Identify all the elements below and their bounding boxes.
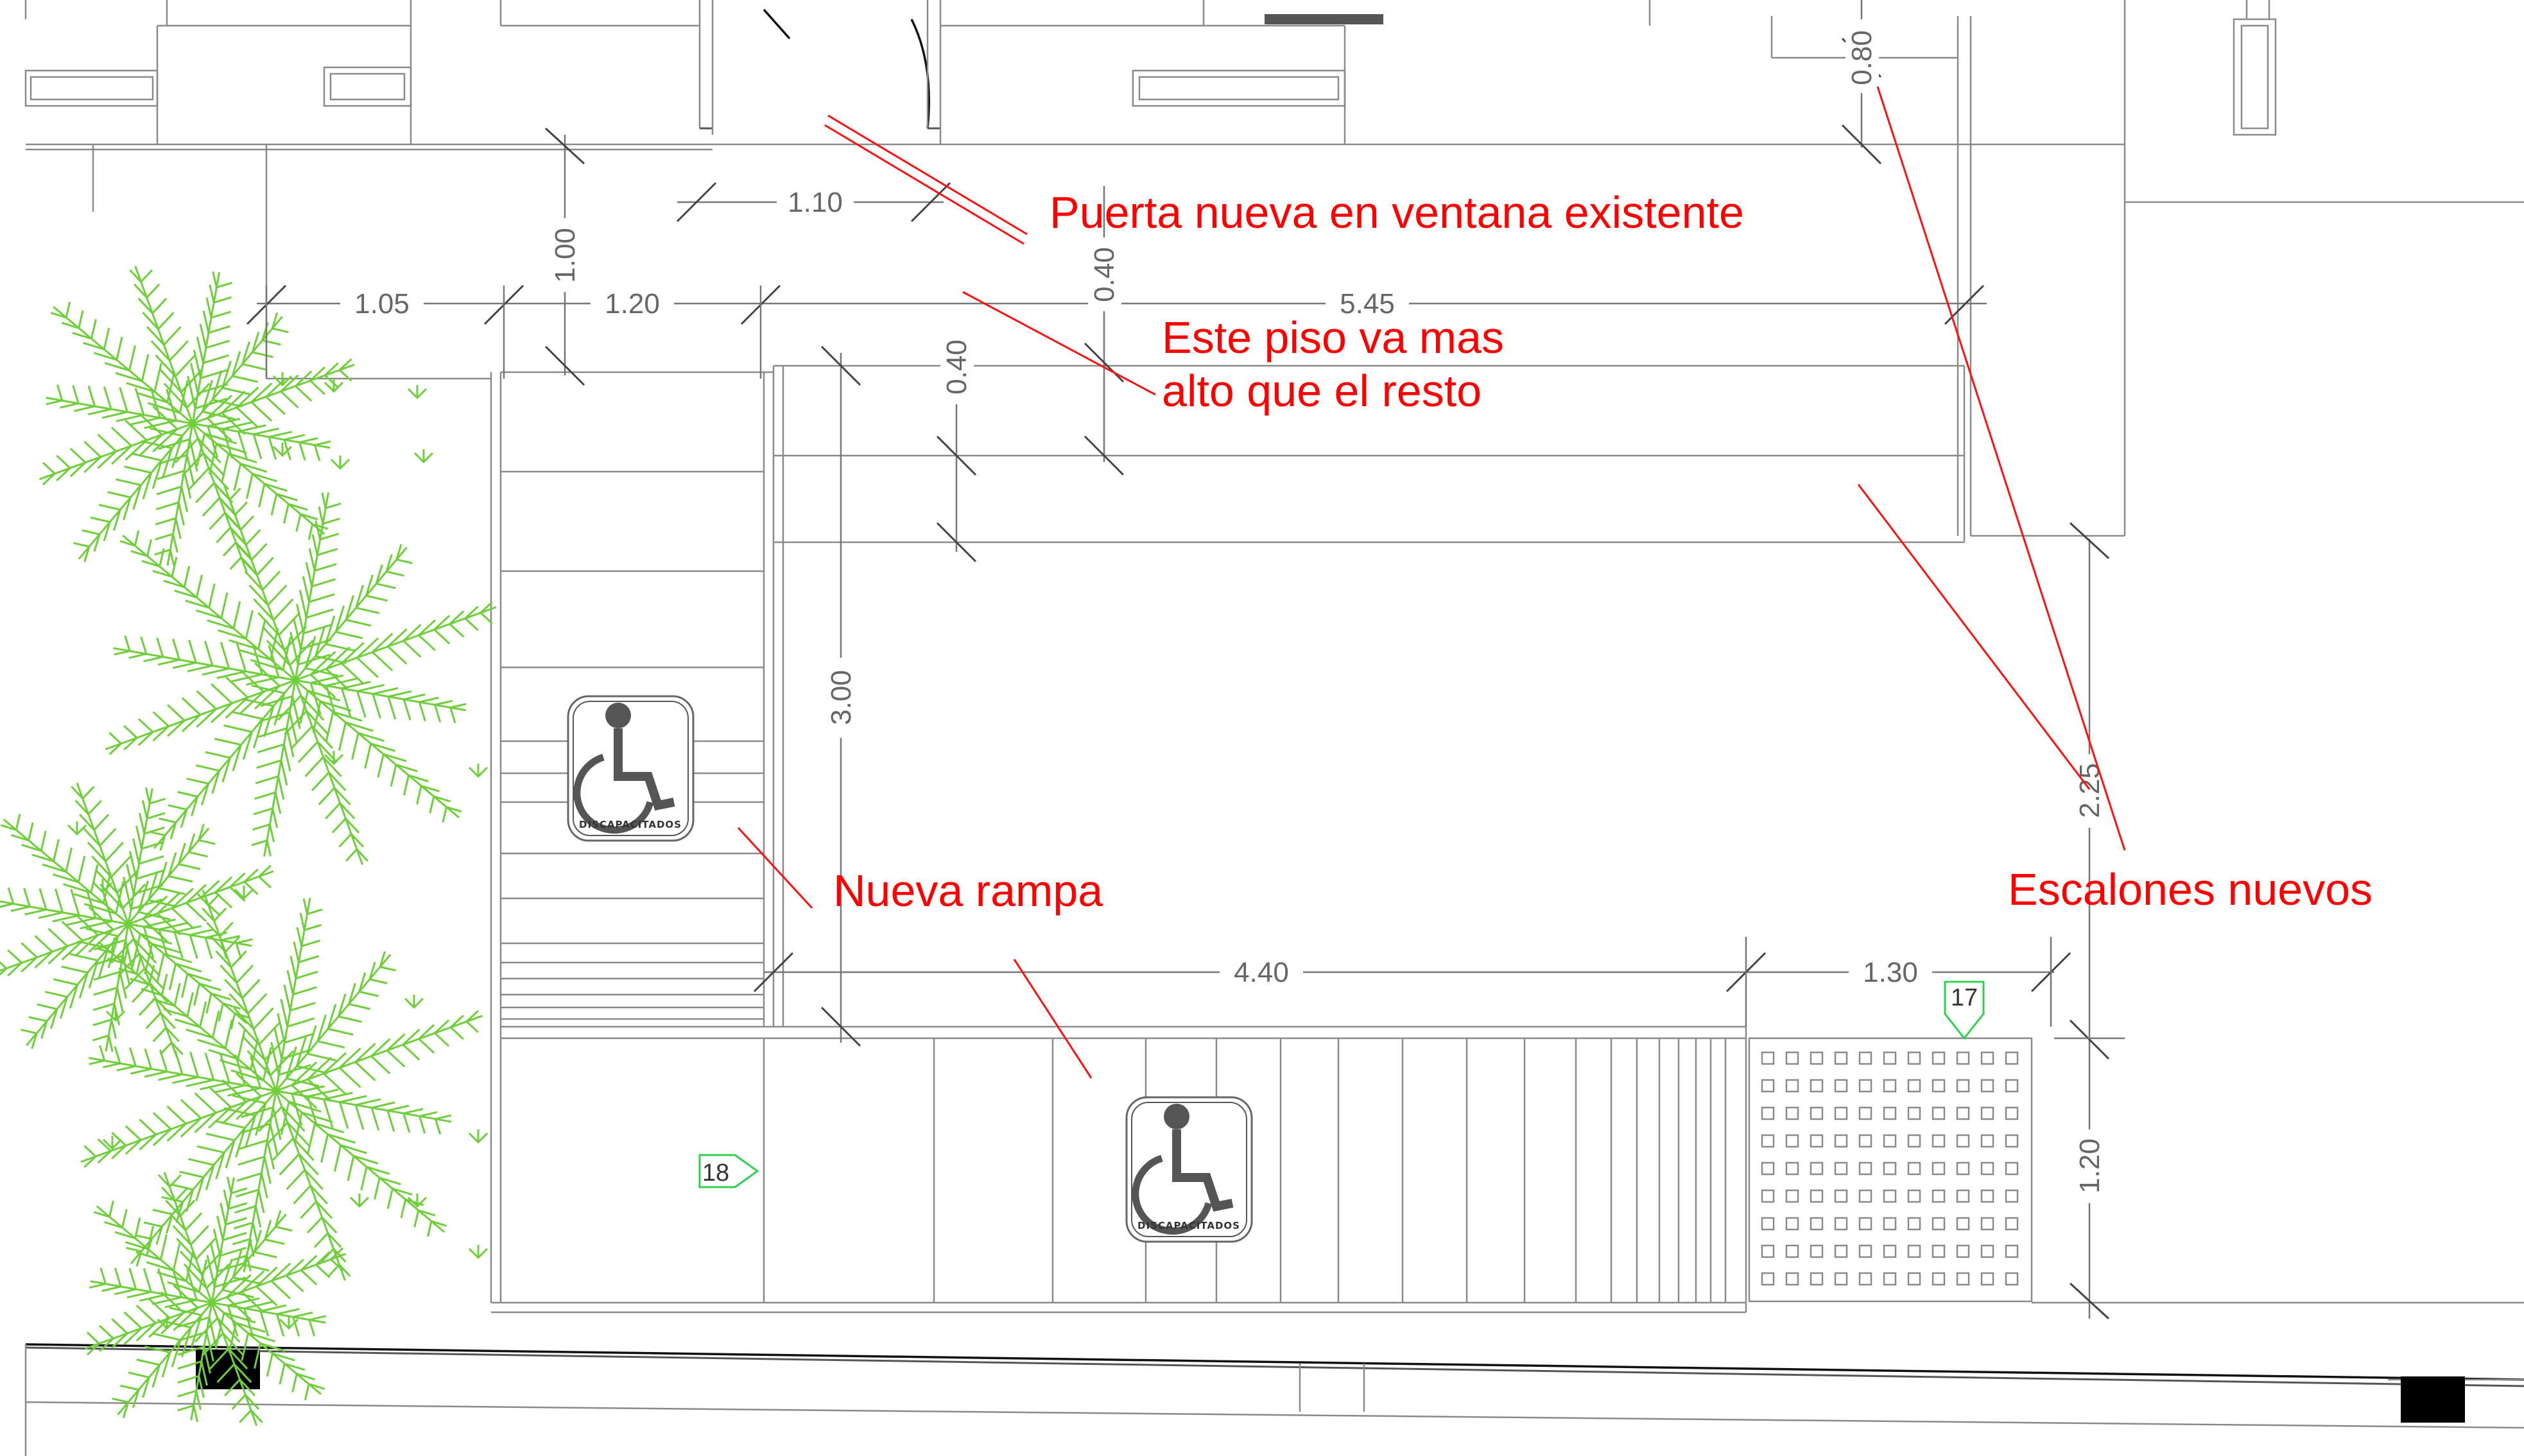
dim-5-45: 5.45 (1340, 288, 1395, 320)
grass-tuft-icon (67, 372, 488, 1330)
dim-1-00: 1.00 (549, 228, 581, 283)
section-marker-icon (698, 1154, 759, 1188)
annotation-nueva-rampa: Nueva rampa (833, 866, 1103, 916)
dim-4-40: 4.40 (1234, 957, 1289, 988)
dimension-labels: 0.80 1.10 1.00 1.05 1.20 0.40 5.45 0.40 … (340, 19, 2107, 1203)
dim-1-20-top: 1.20 (605, 288, 660, 320)
wheelchair-accessibility-icon: DISCAPACITADOS (567, 695, 695, 842)
annotation-puerta-nueva: Puerta nueva en ventana existente (1050, 187, 1744, 237)
section-marker-18: 18 (698, 1154, 759, 1188)
annotation-piso-line2: alto que el resto (1162, 366, 1482, 416)
dim-0-80: 0.80 (1846, 30, 1878, 85)
annotation-escalones-nuevos: Escalones nuevos (2008, 864, 2373, 914)
accessibility-label: DISCAPACITADOS (579, 819, 682, 830)
dim-0-40-upper: 0.40 (1089, 247, 1120, 302)
marker-label-17: 17 (1951, 984, 1978, 1011)
dim-1-10: 1.10 (788, 187, 843, 218)
accessibility-label: DISCAPACITADOS (1137, 1220, 1240, 1231)
dim-1-20-right: 1.20 (2074, 1138, 2105, 1194)
wheelchair-accessibility-icon: DISCAPACITADOS (1125, 1096, 1253, 1243)
dim-3-00: 3.00 (825, 670, 857, 725)
tactile-paving-grid (1761, 1051, 2019, 1286)
annotation-leaders (737, 86, 2126, 1079)
marker-label-18: 18 (702, 1160, 729, 1186)
building-walls (24, 0, 2524, 1456)
dim-1-30: 1.30 (1863, 957, 1918, 988)
palm-tree-icon (0, 266, 497, 1426)
section-marker-icon (1944, 981, 1985, 1040)
annotation-piso-line1: Este piso va mas (1162, 313, 1504, 363)
dim-1-05: 1.05 (354, 288, 410, 320)
dim-2-25: 2.25 (2074, 763, 2105, 818)
dim-0-40-lower: 0.40 (941, 339, 972, 395)
section-marker-17: 17 (1944, 981, 1985, 1040)
